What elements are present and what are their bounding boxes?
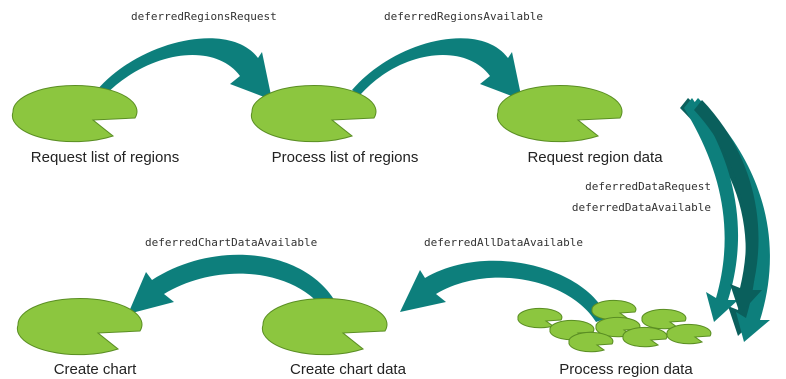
arrow-data-request-available <box>680 98 770 342</box>
arrow-all-data-available <box>400 260 607 322</box>
pad-request-region-data <box>496 84 623 143</box>
caption-process-region-data: Process region data <box>559 361 693 378</box>
arrow-chart-data-available <box>128 254 343 322</box>
pad-create-chart-data <box>261 297 388 356</box>
label-all-data-available: deferredAllDataAvailable <box>424 236 583 249</box>
caption-create-chart: Create chart <box>54 361 137 378</box>
pad-create-chart <box>16 297 143 356</box>
arrow-regions-available <box>352 38 522 100</box>
pad-process-list-of-regions <box>250 84 377 143</box>
label-regions-available: deferredRegionsAvailable <box>384 10 543 23</box>
arrow-regions-request <box>97 38 272 100</box>
caption-request-region-data: Request region data <box>527 149 663 166</box>
caption-process-list-of-regions: Process list of regions <box>272 149 419 166</box>
caption-request-list-of-regions: Request list of regions <box>31 149 179 166</box>
label-chart-data-available: deferredChartDataAvailable <box>145 236 317 249</box>
pad-cluster-process-region-data <box>517 299 712 353</box>
caption-create-chart-data: Create chart data <box>290 361 407 378</box>
pad-request-list-of-regions <box>11 84 138 143</box>
label-data-request: deferredDataRequest <box>585 180 711 193</box>
label-regions-request: deferredRegionsRequest <box>131 10 277 23</box>
label-data-available: deferredDataAvailable <box>572 201 711 214</box>
